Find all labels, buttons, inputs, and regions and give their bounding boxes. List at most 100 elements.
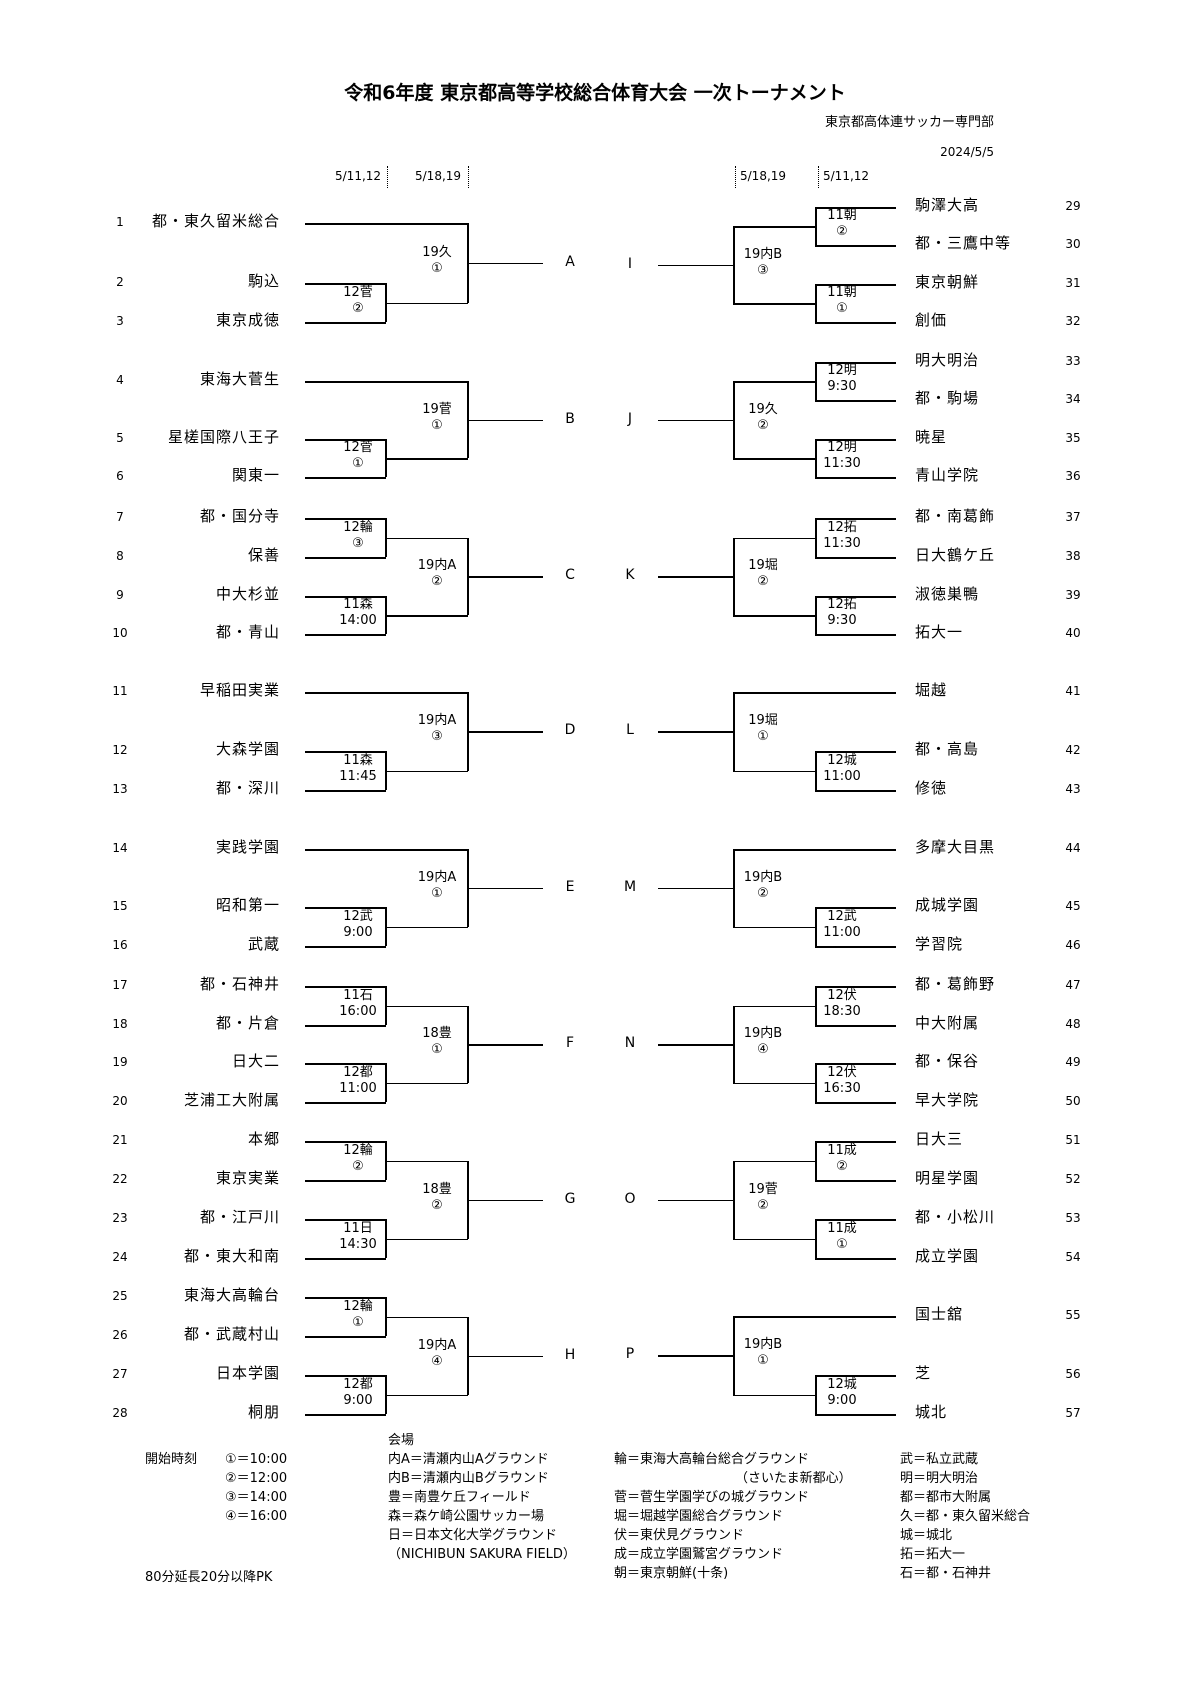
bracket-line	[733, 458, 816, 460]
match-time: ②	[757, 417, 769, 433]
venue-entry: 菅＝菅生学園学びの城グラウンド	[614, 1490, 810, 1505]
match-time: ①	[431, 417, 443, 433]
bracket-line	[305, 477, 386, 479]
date-separator	[468, 166, 469, 188]
block-letter: P	[625, 1346, 635, 1363]
bracket-line	[815, 907, 896, 909]
bracket-line	[385, 615, 468, 617]
team-name: 都・青山	[215, 623, 280, 641]
team-name: 国士舘	[915, 1305, 964, 1323]
team-name: 早大学院	[915, 1091, 980, 1109]
bracket-line	[733, 770, 816, 772]
venue-entry: 都＝都市大附属	[900, 1490, 992, 1505]
bracket-line	[815, 207, 896, 209]
team-name: 保善	[247, 546, 280, 564]
match-time: 9:00	[343, 924, 373, 940]
team-name: 日大三	[915, 1130, 964, 1148]
match-time: 16:30	[823, 1080, 861, 1096]
start-time-label: 開始時刻	[145, 1452, 198, 1467]
bracket-line	[815, 946, 896, 948]
bracket-line	[815, 1025, 896, 1027]
team-number: 46	[1065, 938, 1081, 952]
venue-entry: 森＝森ケ崎公園サッカー場	[388, 1509, 545, 1524]
team-number: 2	[116, 275, 124, 289]
team-number: 37	[1065, 510, 1081, 524]
match-time: ①	[352, 456, 364, 471]
match-code: 11成	[827, 1220, 857, 1236]
match-code: 19菅	[422, 401, 452, 417]
team-number: 5	[116, 431, 124, 445]
match-code: 12拓	[827, 519, 857, 535]
venue-entry: 武＝私立武蔵	[900, 1452, 979, 1467]
venue-entry: 石＝都・石神井	[900, 1566, 992, 1581]
bracket-line	[733, 926, 816, 928]
team-number: 38	[1065, 549, 1081, 563]
team-name: 都・保谷	[915, 1052, 980, 1070]
bracket-line	[305, 849, 468, 851]
team-name: 中大附属	[915, 1014, 980, 1032]
match-code: 19内A	[417, 869, 457, 885]
match-code: 19久	[748, 401, 778, 417]
match-time: ①	[431, 1042, 443, 1057]
team-number: 14	[112, 841, 128, 855]
team-name: 創価	[915, 311, 948, 329]
bracket-line	[385, 1005, 468, 1007]
bracket-line	[658, 264, 734, 266]
team-name: 本郷	[247, 1130, 280, 1148]
team-number: 45	[1065, 899, 1081, 913]
block-letter: E	[565, 878, 575, 895]
match-code: 11朝	[827, 208, 857, 223]
team-name: 都・小松川	[915, 1208, 996, 1226]
team-name: 日本学園	[215, 1364, 280, 1382]
bracket-line	[305, 1375, 386, 1377]
team-name: 拓大一	[915, 623, 964, 641]
bracket-line	[815, 1141, 896, 1143]
team-number: 23	[112, 1211, 128, 1225]
bracket-line	[305, 986, 386, 988]
team-name: 都・武蔵村山	[183, 1325, 280, 1343]
team-name: 大森学園	[215, 740, 280, 758]
bracket-line	[385, 1160, 468, 1162]
team-number: 9	[116, 588, 124, 602]
match-time: ③	[352, 535, 364, 551]
team-number: 55	[1065, 1308, 1081, 1322]
match-time: ②	[757, 574, 769, 590]
team-name: 明大明治	[915, 351, 980, 369]
bracket-line	[305, 596, 386, 598]
match-time: ②	[836, 1158, 848, 1174]
team-name: 都・東大和南	[183, 1247, 280, 1265]
bracket-line	[305, 1180, 386, 1182]
team-name: 都・高島	[915, 740, 980, 758]
venue-entry: 久＝都・東久留米総合	[900, 1509, 1031, 1524]
team-name: 都・片倉	[215, 1014, 280, 1032]
team-name: 都・三鷹中等	[915, 234, 1012, 252]
match-time: 11:45	[339, 768, 377, 784]
venue-entry: 内B＝清瀬内山Bグラウンド	[388, 1471, 549, 1486]
venue-entry: 朝＝東京朝鮮(十条)	[614, 1566, 729, 1581]
match-code: 12輪	[343, 1298, 373, 1314]
team-name: 修徳	[915, 779, 948, 797]
team-number: 50	[1065, 1094, 1081, 1108]
team-number: 13	[112, 782, 128, 796]
match-time: ②	[757, 885, 769, 901]
match-code: 12菅	[343, 284, 373, 300]
bracket-line	[467, 419, 543, 421]
team-number: 42	[1065, 743, 1081, 757]
match-code: 19内A	[417, 1337, 457, 1353]
bracket-line	[733, 849, 896, 851]
match-code: 19久	[422, 244, 452, 260]
match-code: 19内A	[417, 713, 457, 729]
